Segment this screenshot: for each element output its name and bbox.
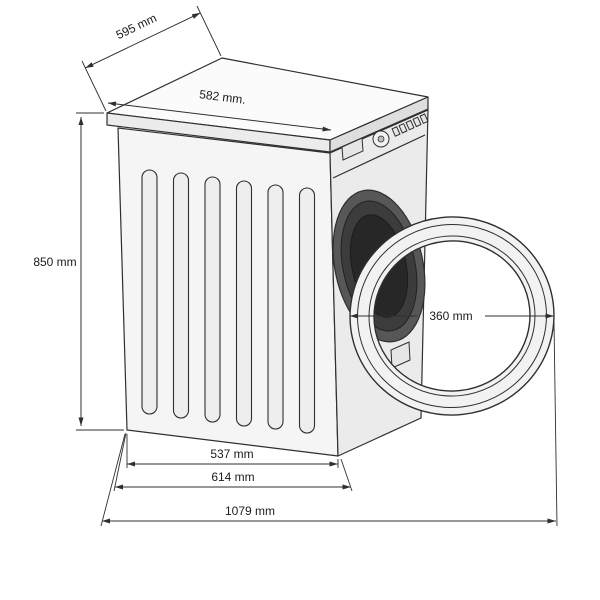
dim-label-base-depth-total: 614 mm <box>211 470 254 484</box>
vent-slot <box>141 169 158 415</box>
filter-door <box>390 341 411 369</box>
dimension-height: 850 mm <box>33 112 124 431</box>
dim-label-top-depth: 595 mm <box>114 11 159 42</box>
control-panel-separator <box>332 134 426 179</box>
dim-label-overall-width: 1079 mm <box>225 504 275 518</box>
dim-label-base-depth: 537 mm <box>210 447 253 461</box>
vent-slot <box>267 184 284 430</box>
control-button <box>391 126 401 137</box>
door-outer-inner-line <box>357 223 547 409</box>
dimension-overall-width: 1079 mm <box>100 321 558 527</box>
dim-label-top-width: 582 mm. <box>198 87 246 107</box>
dimensions: 595 mm 582 mm. 850 mm 360 mm <box>33 5 558 527</box>
control-button <box>419 113 429 125</box>
vent-slot <box>172 172 190 419</box>
dimension-base-depth: 537 mm <box>126 434 339 468</box>
control-buttons <box>391 113 429 137</box>
dimension-base-depth-total: 614 mm <box>113 432 353 492</box>
dimension-line <box>85 12 201 69</box>
dimension-line <box>107 101 332 132</box>
extension-line <box>113 432 127 492</box>
knob-center <box>377 135 385 143</box>
vent-slot <box>298 187 316 434</box>
display-window <box>341 137 364 161</box>
vent-slots <box>141 169 316 434</box>
dim-label-door-diameter: 360 mm <box>429 309 472 323</box>
control-button <box>412 116 422 128</box>
extension-line <box>196 5 222 57</box>
dim-label-height: 850 mm <box>33 255 76 269</box>
vent-slot <box>235 180 253 427</box>
extension-line <box>100 433 126 527</box>
dimension-door-diameter: 360 mm <box>350 309 554 323</box>
dimension-top-width: 582 mm. <box>107 87 332 132</box>
door-outer-edge <box>349 216 555 416</box>
door-inner-line <box>368 235 536 397</box>
open-door <box>349 216 555 416</box>
control-button <box>405 119 415 131</box>
door-inner-edge <box>373 240 531 392</box>
vent-slot <box>204 176 221 423</box>
extension-line <box>81 60 107 112</box>
control-button <box>398 122 408 134</box>
extension-line <box>553 321 558 527</box>
extension-line <box>340 458 353 492</box>
machine-lid-right-edge <box>329 96 429 153</box>
door-ring-band <box>350 216 554 416</box>
